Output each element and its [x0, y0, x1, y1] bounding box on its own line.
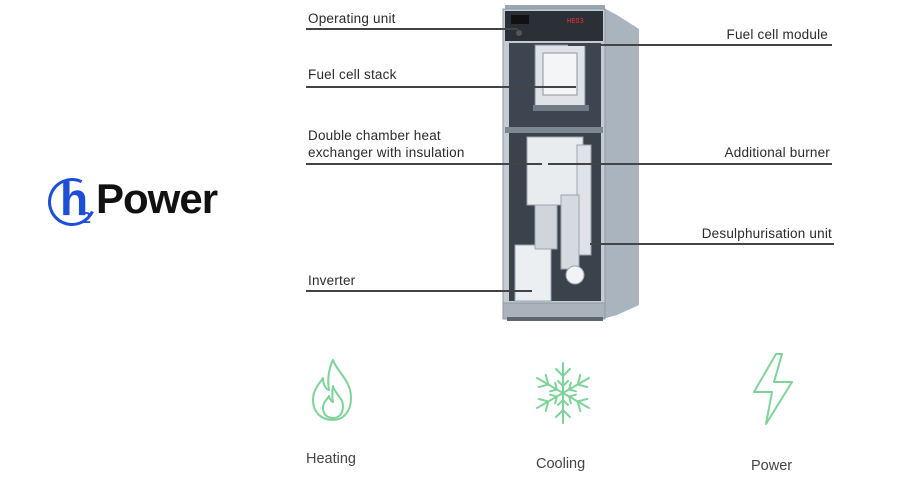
display-readout: HEO3: [567, 17, 584, 25]
label-desulphurisation-unit: Desulphurisation unit: [701, 226, 832, 241]
cabinet-foot-strip: [507, 317, 603, 321]
label-fuel-cell-module: Fuel cell module: [726, 27, 828, 42]
label-fuel-cell-stack: Fuel cell stack: [308, 67, 397, 82]
lightning-icon: [753, 353, 793, 425]
desulphurisation-column: [560, 194, 580, 270]
cabinet-base: [502, 302, 606, 320]
leader-fuel-cell-module: [568, 44, 832, 46]
label-operating-unit: Operating unit: [308, 11, 396, 26]
cabinet-divider: [505, 127, 603, 133]
pump-component: [565, 265, 585, 285]
cabinet-top: [505, 5, 605, 11]
logo-letter: h: [60, 173, 88, 225]
logo-word: Power: [96, 175, 218, 222]
feature-label-power: Power: [751, 458, 793, 474]
label-heat-exchanger-line2: exchanger with insulation: [308, 145, 465, 160]
leader-heat-exchanger: [306, 163, 542, 165]
snowflake-icon: [536, 362, 590, 424]
logo-subscript: 2: [82, 210, 91, 227]
label-inverter: Inverter: [308, 273, 356, 288]
feature-label-cooling: Cooling: [536, 456, 586, 472]
control-knob: [516, 30, 522, 36]
leader-fuel-cell-stack: [306, 86, 576, 88]
leader-operating-unit: [306, 28, 518, 30]
label-additional-burner: Additional burner: [724, 145, 830, 160]
display-screen: [511, 15, 529, 24]
module-base: [533, 105, 589, 111]
hpower-logo: h 2 Power: [41, 171, 236, 236]
inverter-box: [514, 244, 552, 302]
leader-desulphurisation-unit: [590, 243, 834, 245]
internal-pipework: [534, 204, 558, 250]
fuel-cell-stack-block: [542, 52, 578, 96]
leader-inverter: [306, 290, 532, 292]
feature-label-heating: Heating: [306, 451, 356, 467]
leader-additional-burner: [548, 163, 832, 165]
flame-icon: [312, 359, 352, 421]
label-heat-exchanger-line1: Double chamber heat: [308, 128, 441, 143]
